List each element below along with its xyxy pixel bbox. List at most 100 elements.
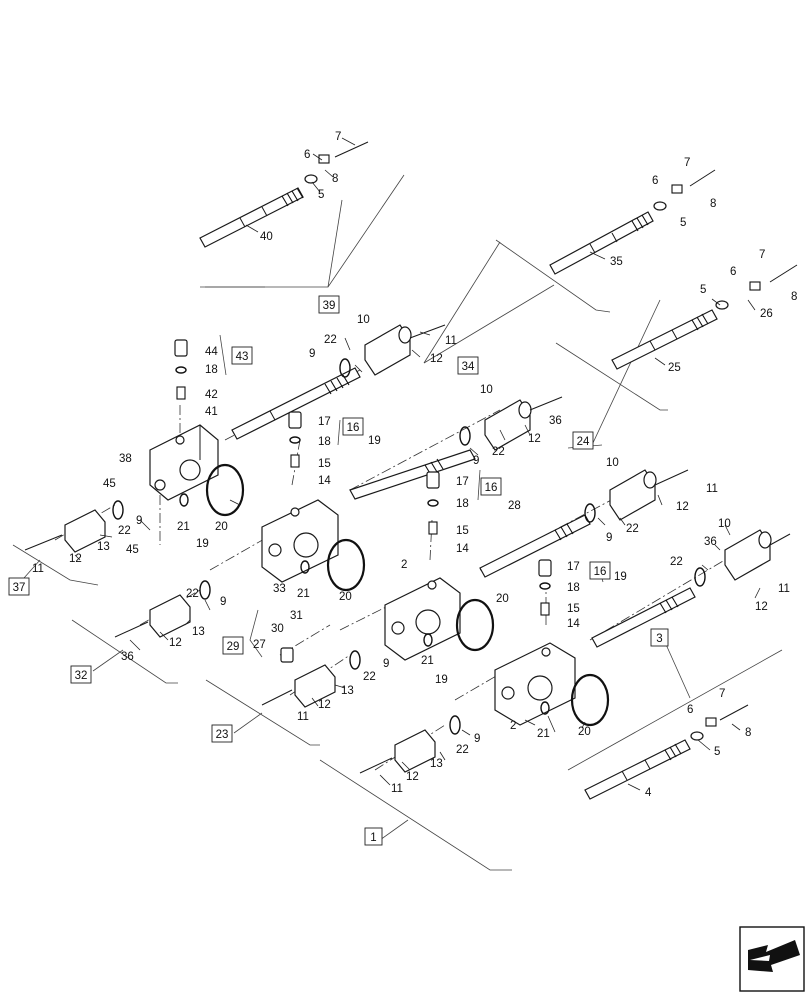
part-label: 41 [205,406,218,418]
part-label: 10 [606,457,619,469]
part-label: 20 [578,726,591,738]
part-label: 12 [406,771,419,783]
part-label: 21 [537,728,550,740]
part-label: 12 [169,637,182,649]
part-label: 45 [103,478,116,490]
part-label: 15 [456,525,469,537]
spool-25 [611,300,729,370]
part-label: 25 [668,362,681,374]
arrow-icon[interactable] [739,926,805,992]
part-label: 26 [760,308,773,320]
reference-box-34[interactable]: 34 [457,356,479,375]
group-brackets [12,174,783,871]
part-label: 31 [290,610,303,622]
part-label: 12 [676,501,689,513]
part-label: 15 [318,458,331,470]
part-label: 15 [567,603,580,615]
part-label: 4 [645,787,652,799]
part-label: 22 [626,523,639,535]
valve-body-38 [149,424,219,501]
part-label: 18 [567,582,580,594]
part-label: 6 [304,149,310,161]
part-label: 40 [260,231,273,243]
reference-box-29-label: 29 [227,641,240,653]
part-label: 14 [318,475,331,487]
part-label: 6 [652,175,658,187]
reference-box-16-a-label: 16 [347,422,360,434]
springs [176,154,761,727]
leader-lines [74,137,761,791]
part-label: 28 [508,500,521,512]
cap-10-second [484,399,532,451]
part-label: 12 [69,553,82,565]
part-label: 18 [205,364,218,376]
part-label: 10 [718,518,731,530]
cap-13-b [149,594,191,638]
part-label: 19 [435,674,448,686]
part-label: 5 [714,746,720,758]
part-label: 9 [473,455,479,467]
part-label: 6 [687,704,693,716]
part-label: 22 [118,525,131,537]
part-label: 22 [670,556,683,568]
reference-box-37[interactable]: 37 [8,577,30,596]
part-label: 8 [710,198,716,210]
reference-box-39-label: 39 [323,300,336,312]
part-label: 12 [318,699,331,711]
reference-box-39[interactable]: 39 [318,295,340,314]
part-label: 7 [684,157,690,169]
part-label: 11 [32,563,44,575]
part-labels: 7 6 8 5 40 7 6 8 5 35 7 6 8 5 26 25 10 1… [32,131,797,799]
reference-box-16-c-label: 16 [594,566,607,578]
bolts [24,141,798,774]
part-label: 11 [391,783,403,795]
part-label: 19 [614,571,627,583]
part-label: 9 [383,658,389,670]
part-label: 2 [510,720,516,732]
reference-box-43[interactable]: 43 [231,346,253,365]
part-label: 9 [136,515,142,527]
spool-34 [349,449,476,500]
part-label: 38 [119,453,132,465]
cap-13-a [64,509,106,553]
reference-box-16-b[interactable]: 16 [480,477,502,496]
part-label: 21 [177,521,190,533]
part-label: 36 [121,651,134,663]
reference-box-23[interactable]: 23 [211,724,233,743]
part-label: 20 [215,521,228,533]
part-label: 11 [445,335,457,347]
part-label: 45 [126,544,139,556]
spool-40 [199,174,318,248]
cap-10-third [609,469,657,521]
part-label: 7 [759,249,765,261]
part-label: 5 [318,189,324,201]
part-label: 22 [492,446,505,458]
reference-box-24[interactable]: 24 [572,431,594,450]
part-label: 18 [456,498,469,510]
part-label: 10 [357,314,370,326]
part-label: 10 [480,384,493,396]
orings-20 [205,463,610,727]
reference-box-16-a[interactable]: 16 [342,417,364,436]
part-label: 17 [567,561,580,573]
part-label: 22 [363,671,376,683]
part-label: 8 [745,727,751,739]
reference-box-3-label: 3 [656,633,662,645]
spool-3 [591,587,696,648]
part-label: 20 [496,593,509,605]
reference-box-16-c[interactable]: 16 [589,561,611,580]
part-label: 6 [730,266,736,278]
part-label: 33 [273,583,286,595]
part-label: 9 [220,596,226,608]
part-label: 22 [456,744,469,756]
reference-box-29[interactable]: 29 [222,636,244,655]
reference-box-23-label: 23 [216,729,229,741]
part-label: 35 [610,256,623,268]
reference-box-1[interactable]: 1 [364,827,383,846]
reference-box-3[interactable]: 3 [650,628,669,647]
reference-box-32[interactable]: 32 [70,665,92,684]
part-label: 12 [528,433,541,445]
reference-box-1-label: 1 [370,832,376,844]
part-label: 20 [339,591,352,603]
